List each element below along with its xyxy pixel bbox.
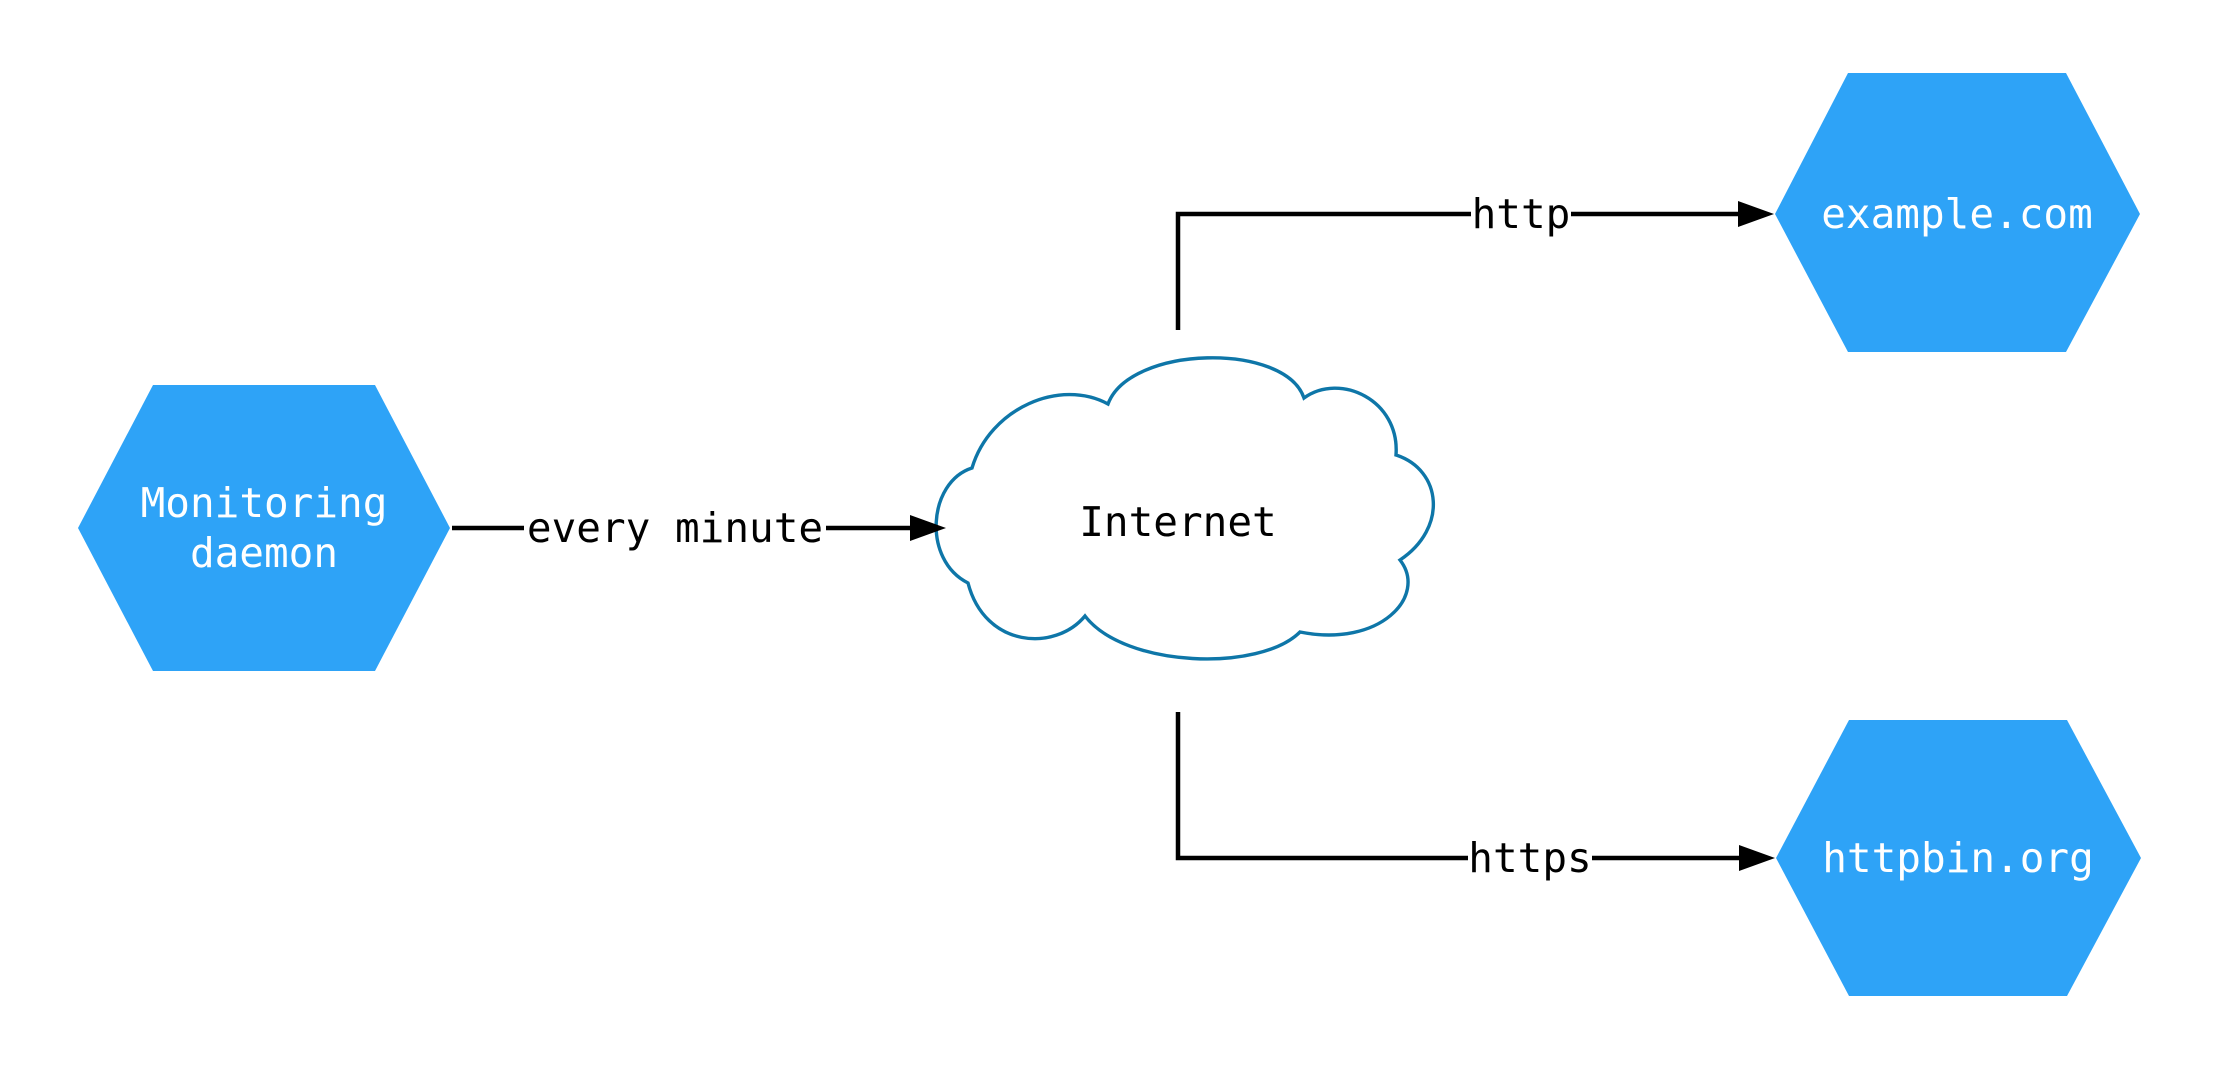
httpbin-org-label: httpbin.org <box>1822 834 2094 882</box>
node-monitoring-daemon: Monitoring daemon <box>78 385 450 671</box>
node-example-com: example.com <box>1775 73 2140 352</box>
monitoring-daemon-label-line1: Monitoring <box>141 479 388 527</box>
example-com-hexagon <box>1775 73 2140 352</box>
monitoring-daemon-hexagon <box>78 385 450 671</box>
internet-label: Internet <box>1079 498 1276 546</box>
edge-https-elbow-line <box>1175 712 1468 861</box>
example-com-label: example.com <box>1821 190 2093 238</box>
edge-https-label: https <box>1468 834 1591 882</box>
node-httpbin-org: httpbin.org <box>1776 720 2141 996</box>
edge-http-arrowhead-icon <box>1738 201 1774 227</box>
edge-every-minute-arrowhead-icon <box>910 515 946 541</box>
edge-monitoring-to-internet: every minute <box>452 504 946 552</box>
edge-https-arrowhead-icon <box>1739 845 1775 871</box>
edge-http-elbow-line <box>1175 211 1471 330</box>
edge-internet-to-httpbin-org: https <box>1175 712 1775 882</box>
edge-http-label: http <box>1472 190 1571 238</box>
node-internet: Internet <box>934 356 1436 661</box>
httpbin-org-hexagon <box>1776 720 2141 996</box>
monitoring-daemon-label-line2: daemon <box>190 529 338 577</box>
internet-cloud-shape <box>934 356 1436 661</box>
edge-internet-to-example-com: http <box>1175 190 1774 330</box>
edge-every-minute-label: every minute <box>527 504 823 552</box>
